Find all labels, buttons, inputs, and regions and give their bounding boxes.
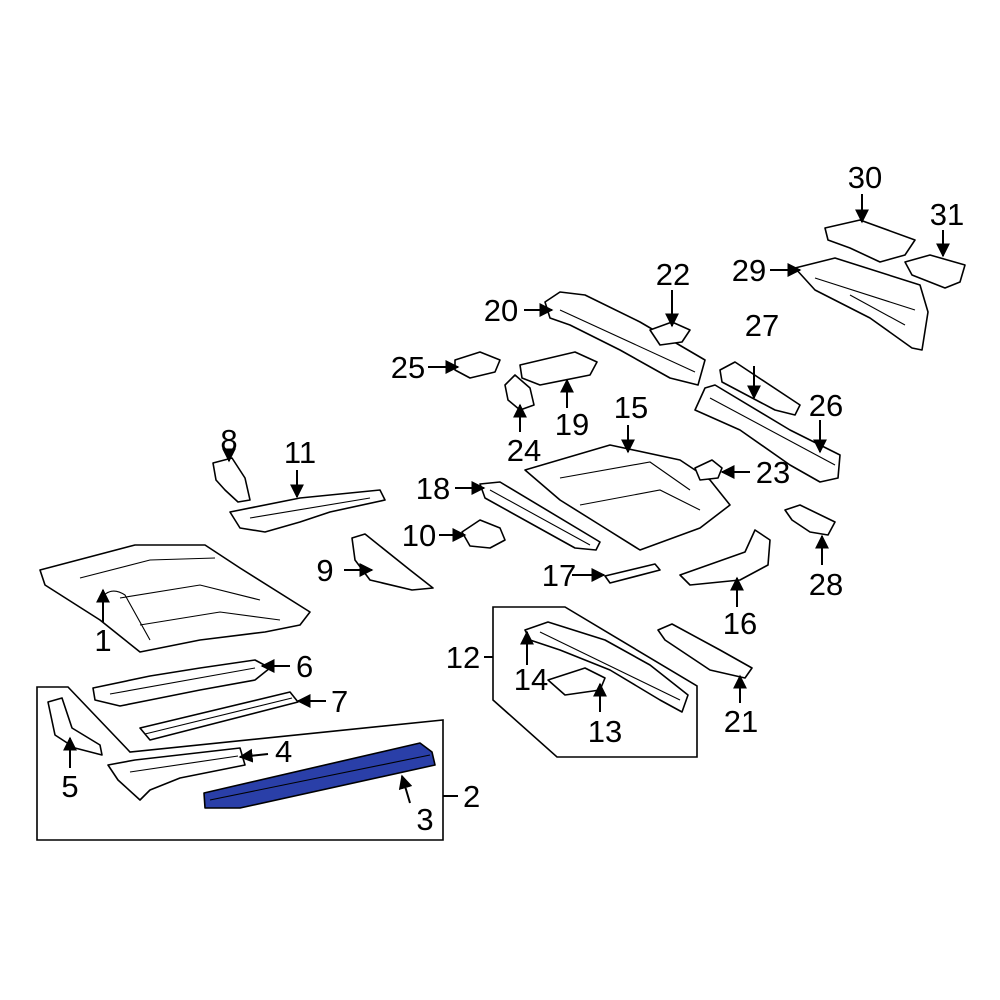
callout-31: 31: [930, 197, 964, 232]
group-frame-12: [492, 606, 698, 758]
part-30-panel[interactable]: [824, 219, 916, 263]
part-5-pillar-bracket[interactable]: [47, 697, 103, 756]
part-20-crossmember[interactable]: [544, 291, 706, 386]
callout-26: 26: [809, 388, 843, 423]
callout-1: 1: [94, 623, 111, 658]
callout-2: 2: [463, 779, 480, 814]
callout-8: 8: [220, 423, 237, 458]
part-1-front-floor-pan[interactable]: [39, 544, 311, 653]
callout-11: 11: [284, 435, 316, 470]
part-21-extension[interactable]: [657, 623, 753, 679]
callout-10: 10: [402, 518, 436, 553]
part-26-rear-side-member[interactable]: [694, 384, 841, 483]
part-6-sill-reinforcement[interactable]: [92, 659, 271, 707]
group-frame-2: [36, 686, 444, 841]
callout-29: 29: [732, 253, 766, 288]
callout-18: 18: [416, 471, 450, 506]
callout-4: 4: [275, 734, 292, 769]
callout-21: 21: [724, 704, 758, 739]
part-31-panel[interactable]: [904, 254, 966, 289]
callout-3: 3: [416, 802, 433, 837]
callout-19: 19: [555, 407, 589, 442]
part-17-bracket[interactable]: [604, 563, 661, 584]
part-4-inner-rocker[interactable]: [107, 747, 246, 801]
callout-12: 12: [446, 640, 480, 675]
callout-5: 5: [61, 769, 78, 804]
callout-20: 20: [484, 293, 518, 328]
callout-15: 15: [614, 390, 648, 425]
callout-27: 27: [745, 308, 779, 343]
callout-25: 25: [391, 350, 425, 385]
part-14-side-member[interactable]: [524, 621, 689, 713]
part-11-crossmember[interactable]: [229, 489, 386, 533]
part-10-bracket[interactable]: [461, 519, 506, 549]
part-29-spare-tire-pan[interactable]: [794, 257, 929, 351]
callout-9: 9: [316, 553, 333, 588]
callout-22: 22: [656, 257, 690, 292]
part-16-rear-side-rail[interactable]: [679, 529, 771, 586]
part-8-bracket[interactable]: [212, 457, 251, 503]
part-24-bracket[interactable]: [504, 374, 535, 411]
part-25-plate[interactable]: [454, 351, 501, 379]
part-15-rear-floor-pan[interactable]: [524, 444, 731, 551]
part-13-bracket[interactable]: [547, 667, 606, 696]
part-19-plate[interactable]: [519, 351, 598, 386]
callout-16: 16: [723, 606, 757, 641]
part-28-bracket[interactable]: [784, 504, 836, 536]
callout-30: 30: [848, 160, 882, 195]
callout-6: 6: [296, 649, 313, 684]
part-18-rear-side-member[interactable]: [479, 481, 601, 551]
part-7-sill-inner[interactable]: [139, 691, 299, 741]
part-23-bracket[interactable]: [694, 459, 723, 481]
callout-28: 28: [809, 567, 843, 602]
callout-7: 7: [331, 684, 348, 719]
callout-13: 13: [588, 714, 622, 749]
callout-24: 24: [507, 433, 541, 468]
callout-labels: 1 2 3 4 5 6 7 8 9 10 11 12 13 14 15 16 1…: [61, 160, 964, 837]
callout-14: 14: [514, 662, 548, 697]
leader-arrows: [63, 194, 950, 804]
callout-23: 23: [756, 455, 790, 490]
callout-17: 17: [542, 558, 576, 593]
part-3-rocker-panel[interactable]: [203, 742, 436, 809]
